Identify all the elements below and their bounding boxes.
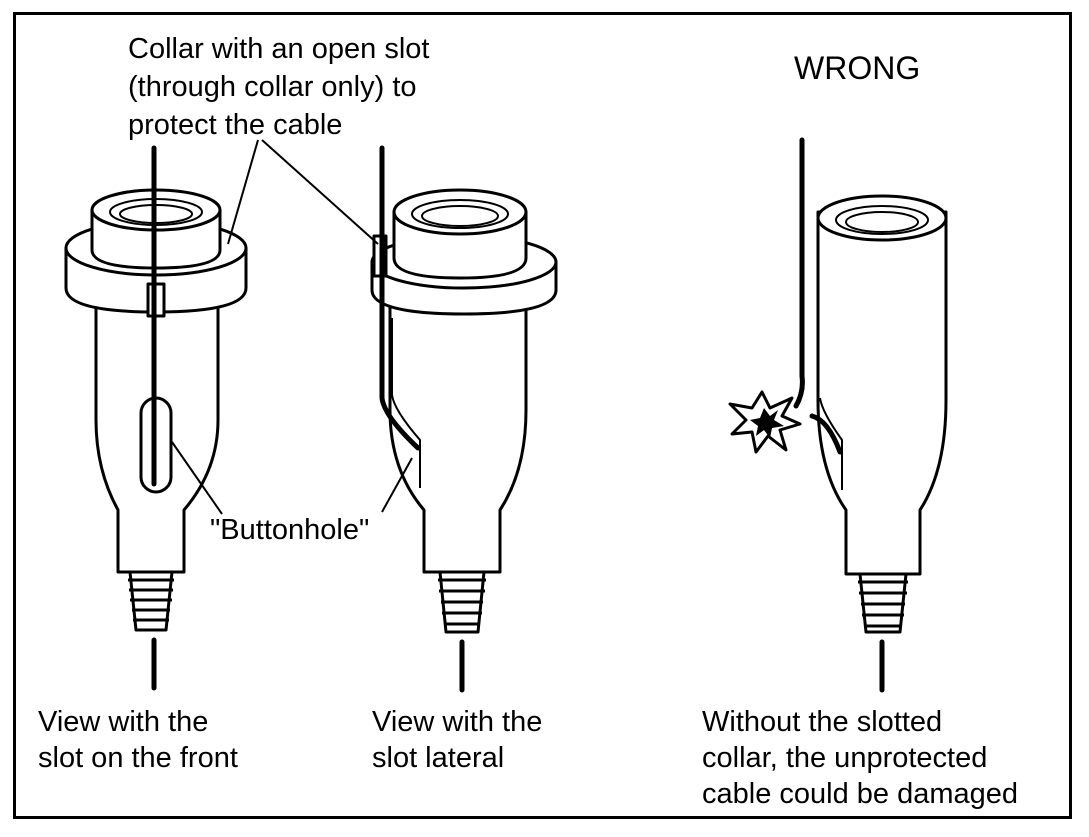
connector-front-view <box>64 145 248 691</box>
buttonhole-label: "Buttonhole" <box>210 514 370 546</box>
wrong-caption: Without the slotted collar, the unprotec… <box>702 704 1018 812</box>
thread-lines <box>128 578 174 622</box>
connector-lateral-view <box>370 145 558 693</box>
collar-note-line-3: protect the cable <box>128 109 343 141</box>
collar-note-line-2: (through collar only) to <box>128 71 417 103</box>
tube-top <box>816 194 948 242</box>
tube-top <box>392 188 528 236</box>
lateral-view-caption-line-2: slot lateral <box>372 742 505 774</box>
collar-note: Collar with an open slot (through collar… <box>128 30 429 144</box>
connector-body <box>816 210 948 576</box>
wrong-caption-line-1: Without the slotted <box>702 706 943 738</box>
diagram-border <box>13 12 1072 819</box>
front-view-caption-line-1: View with the <box>38 706 209 738</box>
leader-lines <box>171 139 413 515</box>
wrong-caption-line-3: cable could be damaged <box>702 778 1019 810</box>
thread-lines <box>858 580 908 628</box>
wrong-heading: WRONG <box>794 50 921 86</box>
cable <box>793 137 805 409</box>
wrong-caption-line-2: collar, the unprotected <box>702 742 988 774</box>
thread-lines <box>438 578 486 626</box>
connector-body <box>388 303 528 574</box>
damage-burst-icon <box>728 390 802 454</box>
lateral-view-caption: View with the slot lateral <box>372 704 542 776</box>
connector-wrong-view <box>728 137 948 693</box>
cable <box>379 145 421 451</box>
front-view-caption-line-2: slot on the front <box>38 742 238 774</box>
front-view-caption: View with the slot on the front <box>38 704 238 776</box>
lateral-view-caption-line-1: View with the <box>372 706 543 738</box>
collar-note-line-1: Collar with an open slot <box>128 33 430 65</box>
